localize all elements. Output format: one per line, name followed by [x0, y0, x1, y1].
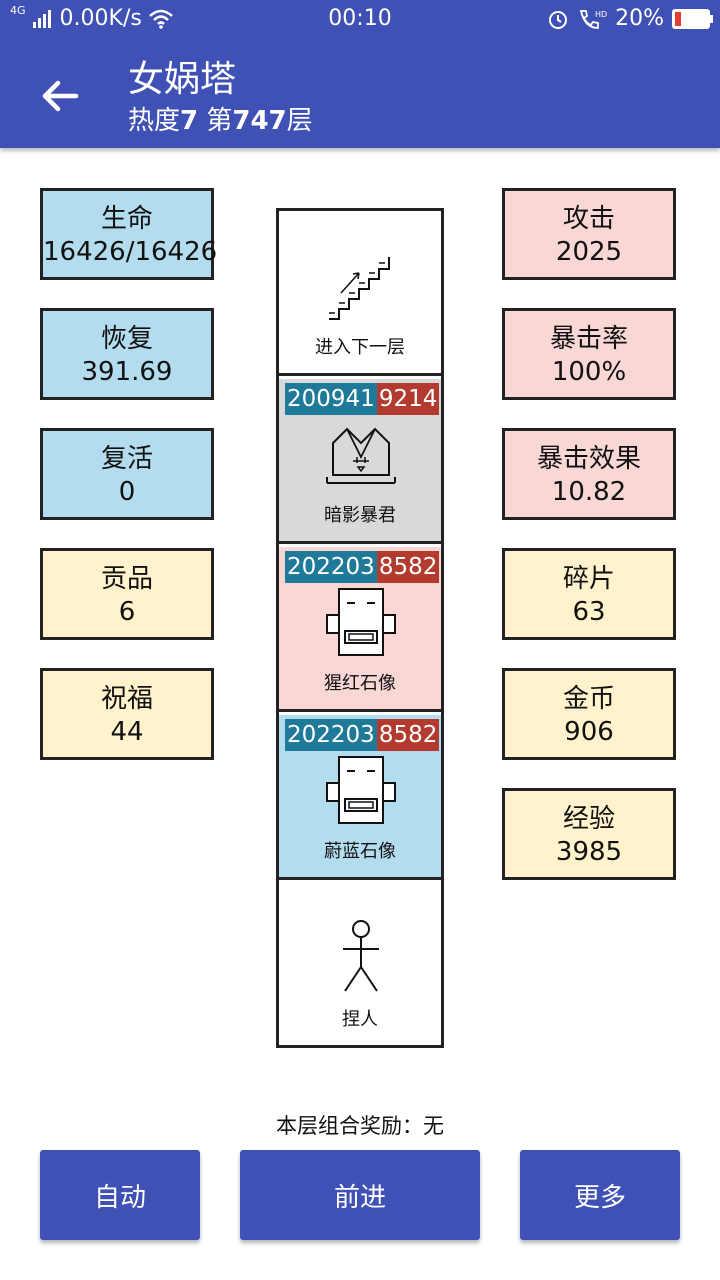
stat-regen: 恢复 391.69 [40, 308, 214, 400]
stat-label: 复活 [100, 444, 153, 474]
enemy-stats: 202203 8582 [285, 719, 440, 751]
enemy-hp: 202203 [285, 551, 377, 583]
floor-reward-text: 本层组合奖励：无 [276, 1114, 444, 1138]
stick-figure-icon [343, 920, 379, 992]
enemy-stats: 202203 8582 [285, 551, 440, 583]
app-bar: 女娲塔 热度7 第747层 [0, 38, 720, 148]
page-subtitle: 热度7 第747层 [128, 100, 313, 137]
tower-cell-enemy-azure-statue[interactable]: 202203 8582 蔚蓝石像 [279, 715, 441, 880]
stat-label: 生命 [100, 204, 153, 234]
cell-name: 暗影暴君 [324, 505, 396, 526]
stat-label: 祝福 [100, 684, 153, 714]
back-arrow-icon[interactable] [36, 72, 84, 120]
heat-value: 7 [180, 106, 199, 136]
svg-text:HD: HD [595, 10, 607, 19]
stat-value: 44 [110, 717, 144, 747]
stat-revive: 复活 0 [40, 428, 214, 520]
signal-icon [32, 9, 51, 28]
stat-value: 100% [551, 357, 627, 387]
network-speed: 0.00K/s [59, 6, 142, 31]
page-title: 女娲塔 [128, 59, 237, 100]
stat-value: 2025 [555, 237, 623, 267]
stat-value: 0 [118, 477, 136, 507]
cell-name: 进入下一层 [315, 337, 405, 358]
tyrant-icon [326, 427, 396, 484]
stat-attack: 攻击 2025 [502, 188, 676, 280]
enemy-hp: 200941 [285, 383, 377, 415]
alarm-icon [549, 10, 568, 29]
stat-label: 暴击率 [549, 324, 628, 354]
stat-offering: 贡品 6 [40, 548, 214, 640]
wifi-icon [148, 9, 173, 29]
statue-icon [326, 588, 396, 656]
stat-label: 攻击 [562, 204, 615, 234]
floor-label: 第 [198, 106, 233, 136]
cell-name: 猩红石像 [324, 673, 396, 694]
floor-suffix: 层 [286, 106, 313, 136]
stat-crit-rate: 暴击率 100% [502, 308, 676, 400]
heat-label: 热度 [128, 106, 181, 136]
stat-label: 贡品 [100, 564, 153, 594]
statue-icon [326, 756, 396, 824]
stat-hp: 生命 16426/16426 [40, 188, 218, 280]
tower-cell-enemy-crimson-statue[interactable]: 202203 8582 猩红石像 [279, 547, 441, 712]
enemy-atk: 8582 [376, 551, 440, 583]
status-bar: 4G 0.00K/s 00:10 HD 20% [0, 0, 720, 38]
status-left: 4G 0.00K/s [10, 4, 174, 31]
stat-gold: 金币 906 [502, 668, 676, 760]
stat-label: 金币 [562, 684, 615, 714]
tower-cell-stairs[interactable]: 进入下一层 [279, 211, 441, 376]
stat-shards: 碎片 63 [502, 548, 676, 640]
stat-label: 恢复 [100, 324, 153, 354]
enemy-atk: 9214 [376, 383, 440, 415]
stat-value: 391.69 [81, 357, 173, 387]
stat-exp: 经验 3985 [502, 788, 676, 880]
battery-icon [672, 8, 713, 29]
cell-name: 捏人 [342, 1009, 378, 1030]
stat-blessing: 祝福 44 [40, 668, 214, 760]
tower-cell-create-character[interactable]: 捏人 [279, 883, 441, 1045]
stat-label: 经验 [562, 804, 615, 834]
tower: 进入下一层 200941 9214 暗影暴君 202203 8582 猩红石 [276, 208, 444, 1048]
enemy-atk: 8582 [376, 719, 440, 751]
stairs-icon [329, 257, 390, 320]
stat-value: 906 [564, 717, 614, 747]
more-button[interactable]: 更多 [520, 1150, 680, 1240]
stat-value: 10.82 [551, 477, 627, 507]
stat-value: 3985 [555, 837, 623, 867]
stat-value: 16426/16426 [43, 237, 218, 267]
status-right: HD 20% [547, 6, 713, 31]
stat-crit-effect: 暴击效果 10.82 [502, 428, 676, 520]
floor-value: 747 [232, 106, 287, 136]
battery-percent: 20% [615, 6, 664, 31]
hd-call-icon: HD [579, 10, 607, 29]
stat-value: 63 [572, 597, 606, 627]
stat-value: 6 [118, 597, 136, 627]
tower-cell-enemy-tyrant[interactable]: 200941 9214 暗影暴君 [279, 379, 441, 544]
network-type: 4G [10, 4, 26, 17]
enemy-stats: 200941 9214 [285, 383, 440, 415]
advance-button[interactable]: 前进 [240, 1150, 480, 1240]
stat-label: 暴击效果 [536, 444, 641, 474]
auto-button[interactable]: 自动 [40, 1150, 200, 1240]
cell-name: 蔚蓝石像 [324, 841, 396, 862]
enemy-hp: 202203 [285, 719, 377, 751]
status-time: 00:10 [328, 6, 392, 31]
stat-label: 碎片 [562, 564, 615, 594]
